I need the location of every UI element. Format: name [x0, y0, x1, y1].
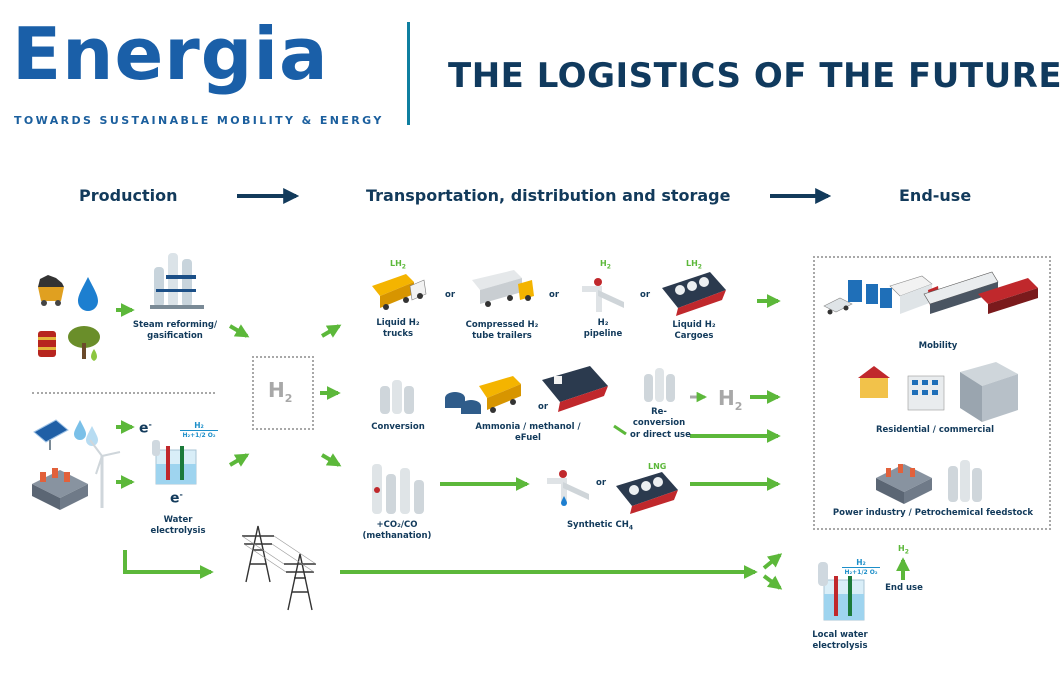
fossil-sources-icons [38, 275, 100, 361]
house-icon [858, 366, 890, 398]
section-divider [32, 392, 215, 394]
or-2: or [549, 290, 560, 300]
biomass-tree-icon [68, 326, 100, 361]
renewable-sources-icons [32, 419, 121, 510]
h2-hub-box [252, 356, 314, 430]
conversion-plant-icon [380, 380, 414, 414]
oil-barrel-icon [38, 331, 56, 357]
lh2-label-cargoes: LH2 [686, 259, 702, 271]
or-3: or [640, 290, 651, 300]
h2-pipeline-icon [582, 278, 624, 312]
power-pylons-icon [241, 525, 317, 611]
car-icon [823, 297, 853, 315]
tanker-ship-icon [542, 366, 608, 412]
end-use-box [813, 256, 1051, 530]
local-electrolysis-label: Local water electrolysis [812, 630, 868, 651]
industry-icon [876, 460, 982, 504]
reconversion-plant-icon [644, 368, 675, 402]
buildings-icon [858, 362, 1018, 422]
local-electrolysis-formula: H₂ H₂+1/2 O₂ [842, 558, 880, 577]
h2-hub-label: H2 [268, 378, 293, 405]
tube-trailer-icon [472, 270, 534, 307]
power-plant-icon [876, 464, 932, 504]
ch4-pipeline-icon [547, 470, 589, 506]
lng-label: LNG [648, 462, 667, 471]
direct-use-arrow [613, 424, 627, 436]
conversion-label: Conversion [371, 422, 425, 432]
refinery-icon [948, 460, 982, 502]
ammonia-label: Ammonia / methanol / eFuel [475, 422, 581, 443]
gas-flame-icon [78, 277, 98, 311]
stage-production: Production [79, 186, 178, 205]
mobility-vehicles-icon [823, 271, 1038, 315]
steam-reformer-icon [150, 253, 204, 309]
brand-tagline: TOWARDS SUSTAINABLE MOBILITY & ENERGY [14, 114, 384, 127]
reconverted-h2-label: H2 [718, 386, 743, 413]
mobility-label: Mobility [918, 341, 958, 351]
reconversion-label: Re-conversion [632, 407, 686, 428]
electron-top: e- [139, 420, 152, 437]
local-electrolyzer-icon [818, 562, 865, 621]
end-use-label: End use [885, 583, 923, 593]
lh2-label-trucks: LH2 [390, 259, 406, 271]
power-plant-icon [32, 468, 88, 510]
high-speed-train-icon [978, 278, 1038, 314]
h2-station-icon [848, 280, 892, 308]
synthetic-ch4-label: Synthetic CH4 [566, 520, 634, 532]
lng-ship-icon [616, 472, 678, 514]
stage-end-use: End-use [899, 186, 972, 205]
methanation-plant-icon [372, 464, 424, 514]
lh2-cargo-ship-icon [662, 272, 726, 316]
industry-label: Power industry / Petrochemical feedstock [832, 508, 1034, 518]
stage-transport: Transportation, distribution and storage [366, 186, 731, 205]
or-4: or [538, 402, 549, 412]
title-divider [407, 22, 410, 125]
residential-label: Residential / commercial [876, 425, 994, 435]
or-5: or [596, 478, 607, 488]
office-tower-icon [960, 362, 1018, 422]
train-icon [923, 271, 999, 314]
electrolysis-formula: H₂ H₂+1/2 O₂ [180, 421, 218, 440]
coal-cart-icon [38, 275, 64, 306]
apartment-icon [907, 375, 945, 411]
h2-label-pipeline: H2 [600, 259, 611, 271]
direct-use-label: or direct use [630, 430, 691, 440]
electrolyzer-icon [152, 440, 197, 485]
liquid-h2-truck-icon [372, 274, 427, 310]
ammonia-tanks-truck-icon [445, 376, 521, 414]
end-use-h2-label: H2 [898, 544, 909, 556]
brand-logo-wordmark: Energia [12, 12, 329, 96]
water-drops-icon [74, 420, 98, 446]
solar-panel-icon [33, 419, 69, 450]
wind-turbine-icon [89, 439, 121, 508]
electron-bottom: e- [170, 490, 183, 507]
methanation-label: +CO₂/CO(methanation) [362, 520, 432, 541]
steam-reforming-label: Steam reforming/gasification [132, 320, 218, 341]
page-title: THE LOGISTICS OF THE FUTURE [448, 56, 1063, 96]
or-1: or [445, 290, 456, 300]
